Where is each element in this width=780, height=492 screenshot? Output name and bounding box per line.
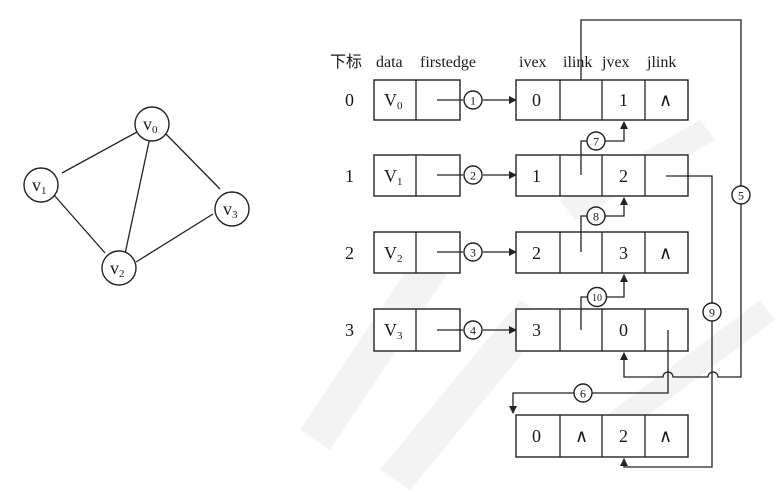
jvex-value: 2 (619, 426, 628, 446)
edge-node-3: 3 0 (515, 308, 689, 352)
pointer-number-2: 2 (470, 169, 476, 183)
pointer-number-8: 8 (593, 210, 599, 224)
undirected-graph: v0 v1 v2 v3 (23, 106, 250, 286)
pointer-1 (437, 90, 517, 110)
header-index: 下标 (330, 53, 362, 71)
vertex-index: 3 (345, 320, 354, 340)
ilink-value: ∧ (575, 426, 588, 446)
vertex-data: V1 (384, 166, 403, 188)
pointer-number-5: 5 (738, 189, 744, 203)
vertex-index: 1 (345, 166, 354, 186)
svg-text:v0: v0 (143, 114, 158, 136)
jlink-value: ∧ (659, 426, 672, 446)
graph-edge-v0-v2 (124, 136, 151, 255)
pointer-10 (580, 274, 628, 330)
jvex-value: 2 (619, 166, 628, 186)
ivex-value: 0 (532, 426, 541, 446)
vertex-index: 0 (345, 90, 354, 110)
pointer-9 (620, 175, 722, 468)
pointer-number-9: 9 (709, 306, 715, 320)
pointer-8 (580, 197, 628, 252)
graph-vertex-v3: v3 (214, 191, 250, 227)
header-firstedge: firstedge (420, 54, 476, 71)
jvex-value: 1 (619, 90, 628, 110)
graph-edge-v0-v1 (61, 131, 138, 174)
pointer-4 (437, 320, 517, 340)
vertex-index: 2 (345, 243, 354, 263)
pointer-number-10: 10 (592, 293, 602, 304)
pointer-number-7: 7 (593, 135, 599, 149)
jvex-value: 3 (619, 243, 628, 263)
graph-edge-v0-v3 (163, 131, 221, 190)
header-jvex: jvex (601, 54, 630, 71)
svg-text:v3: v3 (223, 199, 238, 221)
graph-vertex-v2: v2 (101, 250, 137, 286)
header-ivex: ivex (519, 54, 547, 71)
jvex-value: 0 (619, 320, 628, 340)
svg-text:v1: v1 (32, 175, 47, 197)
vertex-data: V0 (384, 90, 403, 112)
pointer-number-6: 6 (580, 387, 586, 401)
pointer-7 (580, 121, 628, 175)
edge-node-2: 2 3 ∧ (515, 231, 689, 274)
ivex-value: 2 (532, 243, 541, 263)
edge-node-0: 0 1 ∧ (515, 79, 689, 121)
ivex-value: 0 (532, 90, 541, 110)
pointers: ① (437, 19, 751, 468)
vertex-table: 0 V0 1 V1 2 V2 3 V3 (345, 79, 461, 352)
graph-vertex-v0: v0 (134, 106, 170, 142)
pointer-number-1: 1 (470, 94, 476, 108)
edge-node-4: 0 ∧ 2 ∧ (515, 414, 689, 458)
edge-nodes: 0 1 ∧ 1 2 2 3 ∧ 3 0 (515, 79, 689, 458)
pointer-labels: 1 2 3 4 5 6 7 8 9 10 (470, 94, 744, 401)
vertex-data: V3 (384, 320, 403, 342)
jlink-value: ∧ (659, 90, 672, 110)
graph-edge-v1-v2 (53, 194, 106, 254)
svg-text:v2: v2 (110, 258, 125, 280)
jlink-value: ∧ (659, 243, 672, 263)
pointer-3 (437, 242, 517, 262)
pointer-2 (437, 165, 517, 185)
vertex-data: V2 (384, 243, 403, 265)
header-ilink: ilink (563, 54, 592, 71)
graph-edge-v2-v3 (135, 213, 214, 263)
header-jlink: jlink (646, 54, 676, 71)
ivex-value: 3 (532, 320, 541, 340)
pointer-number-3: 3 (470, 246, 476, 260)
edge-node-1: 1 2 (515, 154, 689, 197)
ivex-value: 1 (532, 166, 541, 186)
pointer-number-4: 4 (470, 324, 476, 338)
column-headers: 下标 data firstedge ivex ilink jvex jlink (330, 53, 676, 71)
pointer-6 (509, 330, 669, 414)
graph-vertex-v1: v1 (23, 167, 59, 203)
pointer-5 (580, 19, 751, 378)
header-data: data (376, 54, 403, 71)
